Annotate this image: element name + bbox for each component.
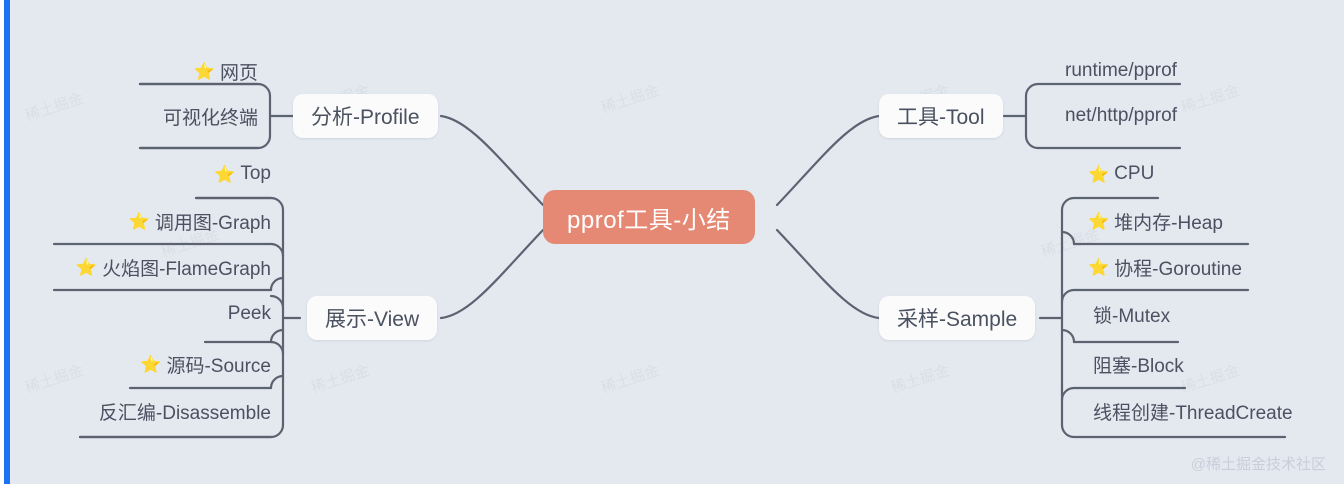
- branch-node-profile[interactable]: 分析-Profile: [293, 94, 438, 138]
- leaf-label: runtime/pprof: [1065, 60, 1177, 81]
- leaf-sample-1[interactable]: ⭐ 堆内存-Heap: [1088, 208, 1223, 234]
- leaf-view-0[interactable]: ⭐ Top: [41, 161, 271, 187]
- star-icon: ⭐: [214, 164, 236, 184]
- left-margin: [0, 0, 4, 484]
- star-icon: ⭐: [75, 257, 98, 277]
- star-icon: ⭐: [140, 354, 162, 374]
- leaf-tool-0[interactable]: runtime/pprof: [1060, 58, 1177, 84]
- branch-node-tool[interactable]: 工具-Tool: [879, 94, 1003, 138]
- watermark-tile: 稀土掘金: [309, 362, 372, 397]
- star-icon: ⭐: [1088, 164, 1110, 184]
- leaf-label: net/http/pprof: [1065, 105, 1177, 126]
- leaf-label: Peek: [227, 303, 271, 324]
- leaf-label: 源码-Source: [166, 355, 271, 377]
- leaf-profile-0[interactable]: ⭐ 网页: [58, 58, 258, 84]
- star-icon: ⭐: [1088, 257, 1110, 277]
- leaf-profile-1[interactable]: 可视化终端: [58, 103, 258, 129]
- leaf-label: 网页: [219, 62, 258, 84]
- leaf-tool-1[interactable]: net/http/pprof: [1060, 103, 1177, 129]
- leaf-sample-5[interactable]: 线程创建-ThreadCreate: [1088, 398, 1293, 424]
- leaf-sample-2[interactable]: ⭐ 协程-Goroutine: [1088, 254, 1242, 280]
- leaf-label: 阻塞-Block: [1093, 355, 1184, 377]
- watermark-tile: 稀土掘金: [599, 82, 662, 117]
- leaf-label: 堆内存-Heap: [1114, 212, 1223, 234]
- leaf-view-1[interactable]: ⭐ 调用图-Graph: [41, 208, 271, 234]
- branch-node-sample[interactable]: 采样-Sample: [879, 296, 1036, 340]
- watermark-tile: 稀土掘金: [889, 362, 952, 397]
- leaf-sample-4[interactable]: 阻塞-Block: [1088, 351, 1184, 377]
- leaf-label: 反汇编-Disassemble: [98, 402, 271, 424]
- leaf-view-4[interactable]: ⭐ 源码-Source: [41, 351, 271, 377]
- leaf-label: 线程创建-ThreadCreate: [1093, 402, 1293, 424]
- leaf-label: 锁-Mutex: [1093, 305, 1171, 327]
- leaf-label: CPU: [1114, 163, 1155, 184]
- leaf-sample-0[interactable]: ⭐ CPU: [1088, 161, 1154, 187]
- leaf-view-2[interactable]: ⭐ 火焰图-FlameGraph: [41, 254, 271, 280]
- leaf-label: Top: [240, 163, 271, 184]
- watermark-tile: 稀土掘金: [1179, 82, 1242, 117]
- leaf-sample-3[interactable]: 锁-Mutex: [1088, 301, 1170, 327]
- leaf-view-5[interactable]: 反汇编-Disassemble: [41, 398, 271, 424]
- branch-node-view[interactable]: 展示-View: [307, 296, 438, 340]
- leaf-label: 调用图-Graph: [154, 212, 271, 234]
- leaf-label: 协程-Goroutine: [1114, 258, 1242, 280]
- watermark-tile: 稀土掘金: [1179, 362, 1242, 397]
- star-icon: ⭐: [128, 211, 150, 231]
- leaf-label: 火焰图-FlameGraph: [102, 258, 271, 280]
- leaf-label: 可视化终端: [162, 107, 258, 129]
- center-node[interactable]: pprof工具-小结: [543, 190, 755, 244]
- star-icon: ⭐: [1088, 211, 1110, 231]
- star-icon: ⭐: [193, 61, 215, 81]
- leaf-view-3[interactable]: Peek: [41, 301, 271, 327]
- watermark-tile: 稀土掘金: [599, 362, 662, 397]
- accent-bar: [4, 0, 10, 484]
- watermark-corner: @稀土掘金技术社区: [1190, 456, 1326, 473]
